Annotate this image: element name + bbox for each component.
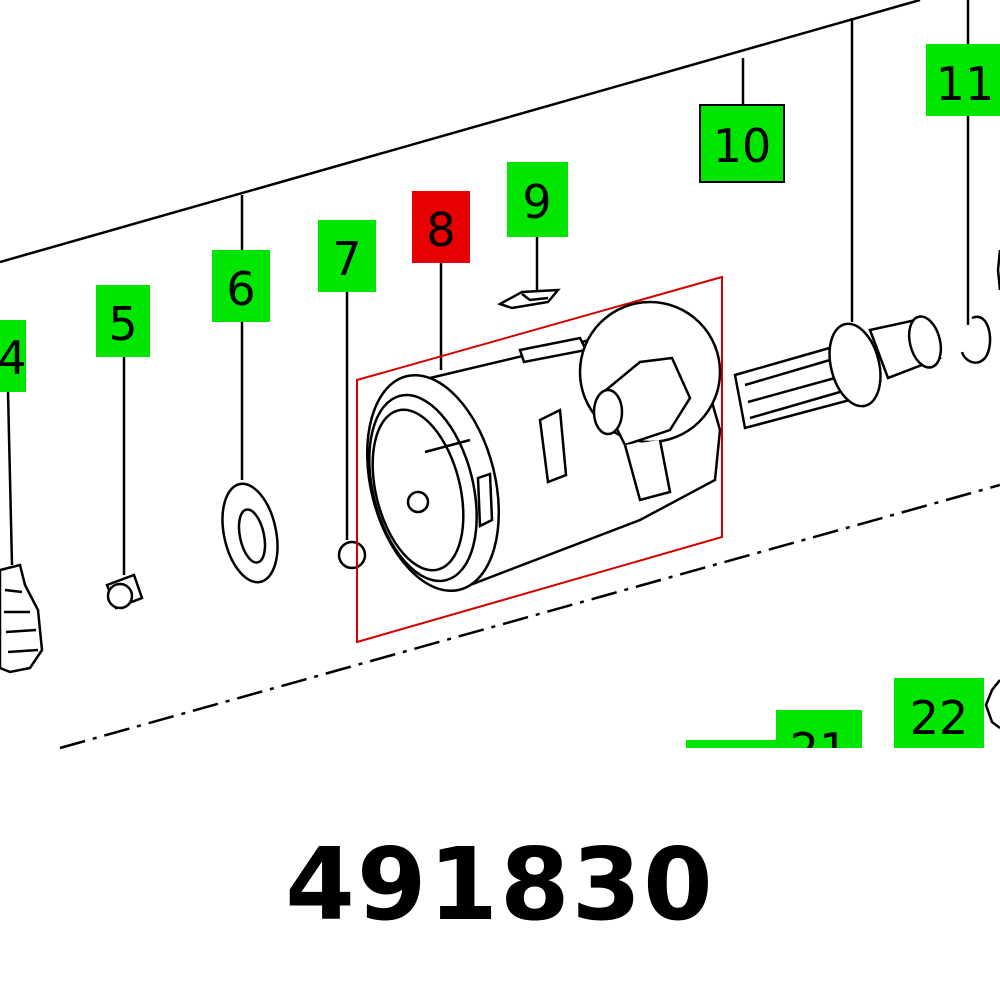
- part-number: 491830: [285, 826, 715, 943]
- callout-21: 21: [686, 710, 1000, 1000]
- part-9-clip: [496, 288, 561, 310]
- callout-7: 7: [318, 220, 376, 292]
- svg-text:8: 8: [426, 203, 455, 257]
- svg-text:4: 4: [0, 331, 27, 385]
- callout-5: 5: [96, 285, 150, 357]
- part-10-shaft: [733, 315, 943, 430]
- part-22-fragment: [984, 679, 1000, 729]
- assembly-boundary-top: [0, 0, 921, 264]
- part-edge-fragment: [996, 249, 1000, 291]
- svg-text:5: 5: [108, 297, 137, 351]
- part-11-circlip: [960, 315, 992, 364]
- leader-lines: [6, 0, 970, 575]
- svg-text:7: 7: [332, 232, 361, 286]
- callout-9: 9: [507, 162, 568, 237]
- svg-text:10: 10: [713, 119, 772, 173]
- callout-11: 11: [926, 44, 1000, 116]
- callout-8-highlighted: 8: [412, 191, 470, 263]
- callout-10: 10: [699, 104, 785, 183]
- assembly-axis-line: [59, 483, 1000, 750]
- part-6-washer: [221, 482, 279, 584]
- callout-6: 6: [212, 250, 270, 322]
- part-8-housing: [356, 275, 723, 644]
- callout-22: 22: [894, 678, 984, 748]
- part-4-knob: [0, 563, 44, 674]
- part-7-ball: [337, 540, 367, 570]
- svg-text:9: 9: [522, 175, 551, 229]
- callout-4: 4: [0, 320, 27, 392]
- leader-4: [6, 391, 14, 566]
- svg-text:6: 6: [226, 262, 255, 316]
- svg-text:22: 22: [910, 691, 969, 745]
- part-5-pin: [105, 573, 144, 610]
- part-8-selection-box: [356, 275, 723, 644]
- svg-text:11: 11: [936, 57, 995, 111]
